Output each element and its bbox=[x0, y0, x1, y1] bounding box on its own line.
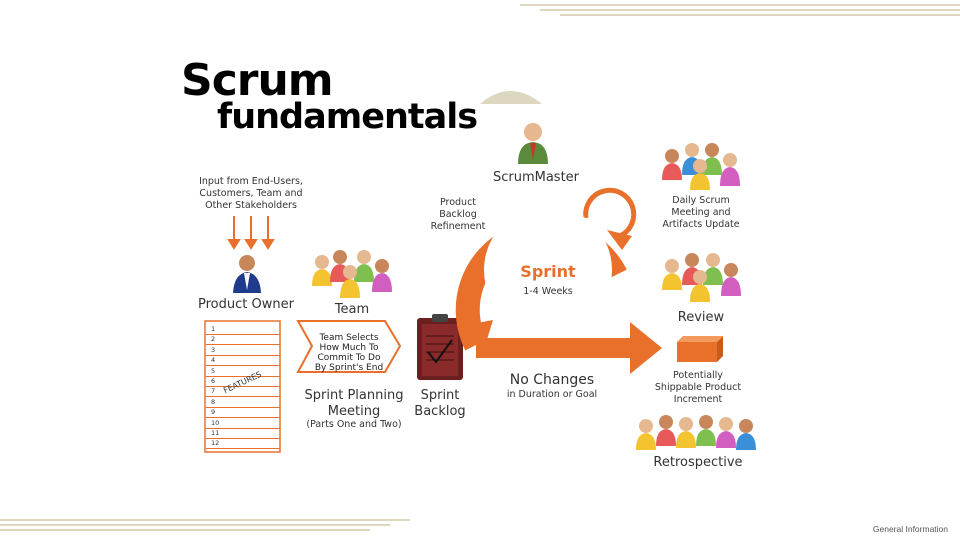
review-icon bbox=[662, 253, 741, 302]
retrospective-label: Retrospective bbox=[653, 455, 743, 470]
sprint-planning-line1: Sprint Planning bbox=[304, 388, 404, 403]
sprint-backlog-icon bbox=[417, 314, 463, 380]
no-changes-title: No Changes bbox=[509, 372, 595, 388]
scrum-master-label: ScrumMaster bbox=[492, 170, 580, 185]
input-arrows bbox=[227, 216, 275, 250]
daily-scrum-label: Daily Scrum Meeting and Artifacts Update bbox=[656, 195, 746, 231]
slide-title-line2: fundamentals bbox=[217, 97, 478, 137]
sprint-backlog-line1: Sprint bbox=[420, 388, 460, 403]
daily-scrum-line3: Artifacts Update bbox=[662, 219, 740, 230]
no-changes-sub: in Duration or Goal bbox=[506, 389, 598, 400]
increment-label: Potentially Shippable Product Increment bbox=[646, 370, 750, 406]
parts-label: (Parts One and Two) bbox=[306, 419, 402, 430]
sprint-planning-line2: Meeting bbox=[327, 404, 381, 419]
input-label-line2: Customers, Team and bbox=[199, 188, 303, 199]
backlog-row: 3 bbox=[206, 345, 280, 356]
increment-line1: Potentially bbox=[673, 370, 723, 381]
backlog-row: 7 bbox=[206, 386, 280, 398]
input-label-line1: Input from End-Users, bbox=[199, 176, 303, 187]
slide-title-line1: Scrum bbox=[181, 55, 334, 106]
team-selects-line4: By Sprint's End bbox=[314, 363, 384, 373]
team-selects-line1: Team Selects bbox=[319, 333, 379, 343]
refinement-line3: Refinement bbox=[430, 221, 486, 232]
backlog-row: 12 bbox=[206, 438, 280, 450]
team-label: Team bbox=[334, 302, 370, 317]
refinement-label: Product Backlog Refinement bbox=[424, 197, 492, 233]
team-selects-line3: Commit To Do bbox=[317, 353, 381, 363]
sprint-backlog-line2: Backlog bbox=[414, 404, 466, 419]
team-selects-line2: How Much To bbox=[319, 343, 379, 353]
refinement-line2: Backlog bbox=[439, 209, 477, 220]
input-label-line3: Other Stakeholders bbox=[205, 200, 297, 211]
backlog-row: 1 bbox=[206, 324, 280, 335]
review-label: Review bbox=[677, 310, 725, 325]
team-selects-chevron bbox=[296, 320, 402, 373]
scrum-master-icon bbox=[518, 123, 548, 164]
sprint-title: Sprint bbox=[520, 262, 576, 281]
team-selects-text: Team Selects How Much To Commit To Do By… bbox=[303, 333, 395, 373]
increment-box-icon bbox=[677, 336, 723, 362]
sprint-duration: 1-4 Weeks bbox=[523, 286, 573, 297]
output-arrow bbox=[476, 322, 662, 374]
daily-scrum-line2: Meeting and bbox=[671, 207, 731, 218]
footer-label: General Information bbox=[872, 524, 948, 534]
backlog-row: 10 bbox=[206, 418, 280, 429]
daily-arrowhead bbox=[607, 230, 632, 250]
sprint-backlog-label: Sprint Backlog bbox=[410, 388, 470, 420]
backlog-row: 6 bbox=[206, 376, 280, 387]
product-owner-label: Product Owner bbox=[198, 297, 294, 312]
increment-line2: Shippable Product bbox=[654, 382, 742, 393]
backlog-row: 2 bbox=[206, 334, 280, 346]
retrospective-icon bbox=[636, 415, 756, 450]
team-icon bbox=[312, 250, 392, 298]
backlog-row: 11 bbox=[206, 428, 280, 439]
refinement-line1: Product bbox=[439, 197, 477, 208]
backlog-row: 9 bbox=[206, 407, 280, 419]
backlog-row: 4 bbox=[206, 355, 280, 367]
backlog-row: 8 bbox=[206, 397, 280, 408]
daily-scrum-line1: Daily Scrum bbox=[672, 195, 730, 206]
backlog-row: 5 bbox=[206, 366, 280, 377]
increment-line3: Increment bbox=[673, 394, 723, 405]
daily-scrum-icon bbox=[662, 143, 740, 190]
product-owner-icon bbox=[233, 255, 261, 293]
sprint-planning-label: Sprint Planning Meeting bbox=[298, 388, 410, 420]
input-label: Input from End-Users, Customers, Team an… bbox=[196, 176, 306, 212]
